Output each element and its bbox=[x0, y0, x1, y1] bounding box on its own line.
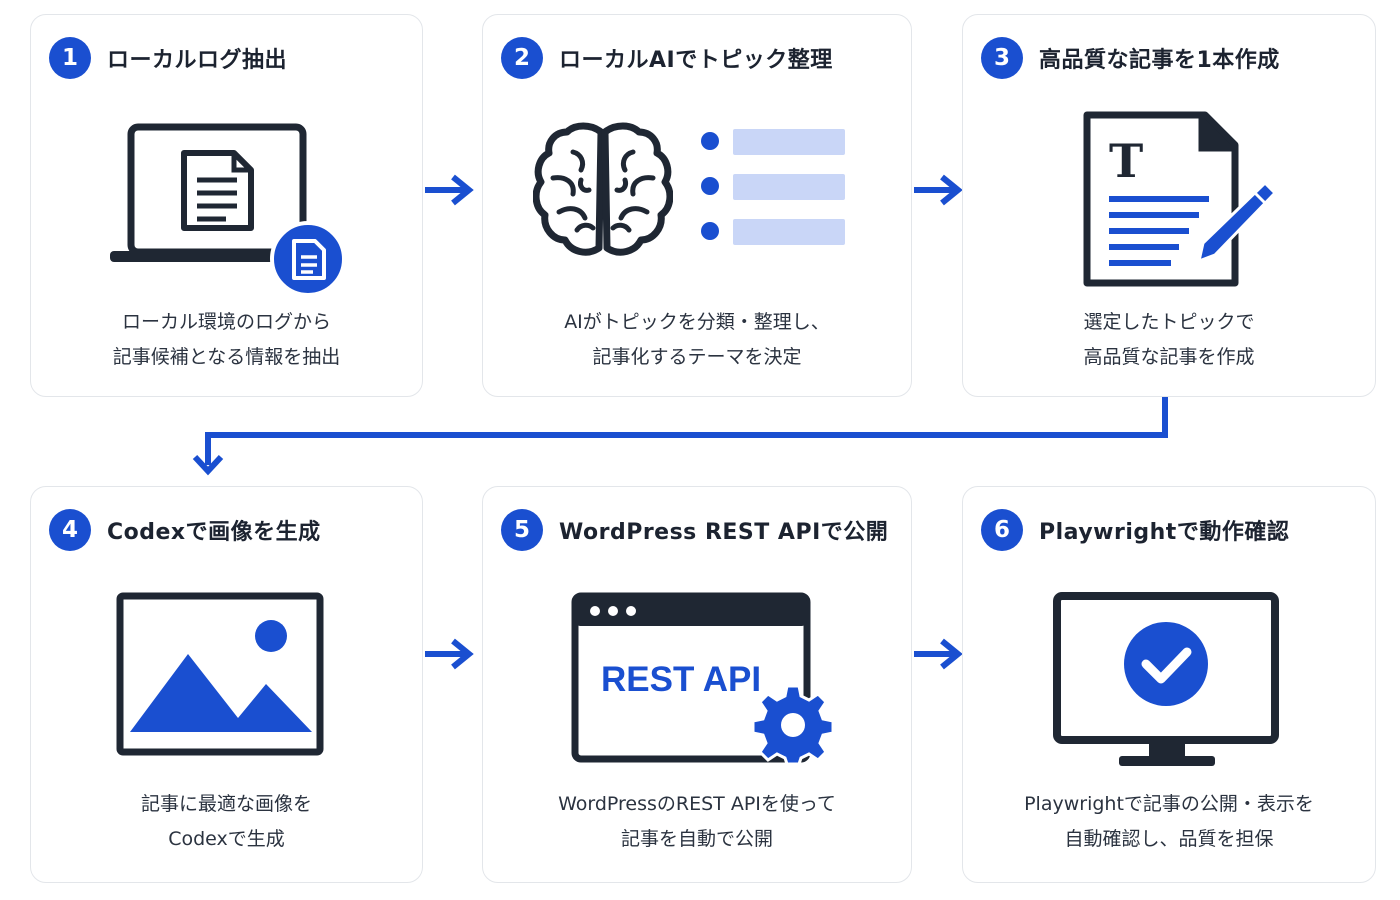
step-number-badge: 1 bbox=[49, 37, 91, 79]
document-badge-icon bbox=[270, 221, 346, 297]
step-description: AIがトピックを分類・整理し、 記事化するテーマを決定 bbox=[564, 311, 830, 368]
step-header-1: 1 ローカルログ抽出 bbox=[49, 37, 287, 79]
step-description: Playwrightで記事の公開・表示を 自動確認し、品質を担保 bbox=[1024, 793, 1314, 850]
arrow-right-icon bbox=[425, 638, 474, 670]
step-number-badge: 4 bbox=[49, 509, 91, 551]
step-header-5: 5 WordPress REST APIで公開 bbox=[501, 509, 888, 551]
step-title: WordPress REST APIで公開 bbox=[559, 520, 889, 545]
image-icon bbox=[116, 592, 324, 756]
step-number-badge: 2 bbox=[501, 37, 543, 79]
step-number-badge: 5 bbox=[501, 509, 543, 551]
arrow-right-icon bbox=[914, 174, 963, 206]
step-header-3: 3 高品質な記事を1本作成 bbox=[981, 37, 1280, 79]
step-card-4: 4 Codexで画像を生成 記事に最適な画像を Codexで生成 bbox=[30, 486, 423, 883]
laptop-icon bbox=[110, 123, 346, 297]
svg-text:T: T bbox=[1109, 134, 1143, 188]
gear-icon bbox=[751, 684, 835, 766]
step-header-6: 6 Playwrightで動作確認 bbox=[981, 509, 1289, 551]
step-header-2: 2 ローカルAIでトピック整理 bbox=[501, 37, 833, 79]
brain-icon bbox=[533, 122, 673, 256]
step-description: 選定したトピックで 高品質な記事を作成 bbox=[1083, 311, 1255, 368]
step-description: 記事に最適な画像を Codexで生成 bbox=[140, 793, 312, 850]
document-icon bbox=[181, 150, 254, 231]
rest-api-label: REST API bbox=[601, 660, 762, 699]
step-header-4: 4 Codexで画像を生成 bbox=[49, 509, 321, 551]
step-description: WordPressのREST APIを使って 記事を自動で公開 bbox=[558, 793, 836, 850]
step-card-3: 3 高品質な記事を1本作成 T 選定したトピックで 高品質な記事を作成 bbox=[962, 14, 1376, 397]
step-description: ローカル環境のログから 記事候補となる情報を抽出 bbox=[112, 311, 341, 368]
step-number-badge: 6 bbox=[981, 509, 1023, 551]
document-text-icon: T bbox=[1083, 111, 1277, 287]
arrow-right-icon bbox=[914, 638, 963, 670]
step-number-badge: 3 bbox=[981, 37, 1023, 79]
step-card-1: 1 ローカルログ抽出 ローカル環境のログから 記事候補となる情報を抽出 bbox=[30, 14, 423, 397]
pencil-icon bbox=[1197, 181, 1277, 263]
list-icon bbox=[701, 129, 845, 245]
connector-arrow-icon bbox=[192, 397, 1168, 476]
step-title: 高品質な記事を1本作成 bbox=[1039, 48, 1280, 73]
step-card-5: 5 WordPress REST APIで公開 REST API WordPre… bbox=[482, 486, 912, 883]
step-title: ローカルAIでトピック整理 bbox=[559, 48, 833, 73]
browser-window-icon: REST API bbox=[571, 592, 835, 767]
arrow-right-icon bbox=[425, 174, 474, 206]
step-title: Playwrightで動作確認 bbox=[1039, 520, 1290, 545]
step-card-2: 2 ローカルAIでトピック整理 AIがトピックを分類・整理し、 記事化するテーマ… bbox=[482, 14, 912, 397]
step-title: ローカルログ抽出 bbox=[107, 48, 288, 73]
check-circle-icon bbox=[1124, 622, 1208, 706]
step-title: Codexで画像を生成 bbox=[107, 520, 321, 545]
step-card-6: 6 Playwrightで動作確認 Playwrightで記事の公開・表示を 自… bbox=[962, 486, 1376, 883]
monitor-icon bbox=[1053, 592, 1279, 766]
